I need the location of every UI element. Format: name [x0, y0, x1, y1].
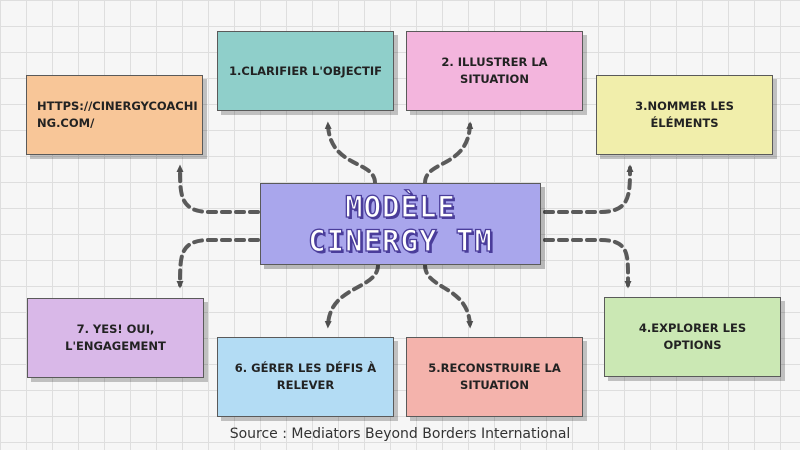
step-6-box: 6. GÉRER LES DÉFIS À RELEVER — [217, 337, 394, 417]
step-6-label-line2: RELEVER — [276, 378, 335, 392]
step-3-label: 3.NOMMER LES ÉLÉMENTS — [635, 99, 734, 130]
step-5-label-line2: SITUATION — [460, 378, 529, 392]
arrow-to-url — [176, 164, 260, 214]
step-5-box: 5.RECONSTRUIRE LA SITUATION — [406, 337, 583, 417]
website-url-line1: HTTPS://CINERGYCOACHI — [37, 99, 198, 114]
step-1-box: 1.CLARIFIER L'OBJECTIF — [217, 31, 394, 111]
arrow-to-step-7 — [176, 238, 260, 289]
title-line-2: CINERGY TM — [308, 223, 493, 258]
arrow-to-step-1 — [324, 121, 377, 185]
step-2-label: 2. ILLUSTRER LA SITUATION — [441, 55, 548, 86]
website-url-line2: NG.COM/ — [37, 116, 95, 130]
arrow-to-step-4 — [543, 238, 632, 289]
arrow-to-step-5 — [423, 263, 474, 329]
step-5-label-line1: 5.RECONSTRUIRE LA — [428, 361, 561, 376]
arrow-to-step-6 — [324, 263, 380, 329]
arrow-to-step-2 — [423, 121, 474, 185]
central-title-box: MODÈLE CINERGY TM — [260, 183, 541, 265]
step-6-label-line1: 6. GÉRER LES DÉFIS À — [234, 361, 377, 376]
step-1-label: 1.CLARIFIER L'OBJECTIF — [229, 63, 382, 78]
website-url-box[interactable]: HTTPS://CINERGYCOACHI NG.COM/ — [26, 75, 203, 155]
step-4-label: 4.EXPLORER LES OPTIONS — [638, 321, 747, 352]
step-3-box: 3.NOMMER LES ÉLÉMENTS — [596, 75, 773, 155]
source-caption: Source : Mediators Beyond Borders Intern… — [229, 426, 571, 442]
step-4-box: 4.EXPLORER LES OPTIONS — [604, 297, 781, 377]
arrow-to-step-3 — [543, 164, 634, 214]
step-7-label: 7. YES! OUI, L'ENGAGEMENT — [65, 322, 166, 353]
title-line-1: MODÈLE — [344, 189, 456, 224]
step-2-box: 2. ILLUSTRER LA SITUATION — [406, 31, 583, 111]
step-7-box: 7. YES! OUI, L'ENGAGEMENT — [27, 298, 204, 378]
